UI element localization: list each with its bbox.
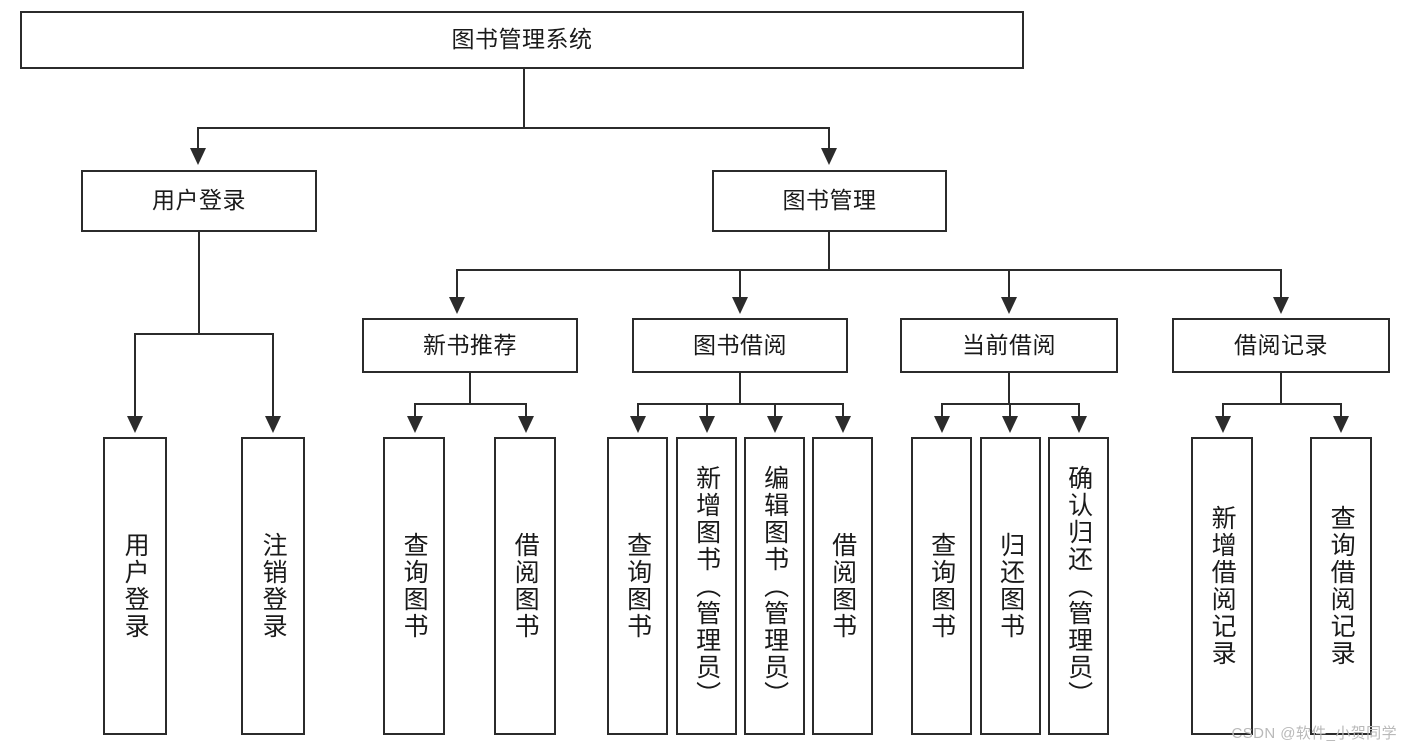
node-label: 注销登录 bbox=[259, 532, 288, 640]
connector-br-stem bbox=[1280, 373, 1282, 404]
connector-br-drop-2 bbox=[1340, 403, 1342, 417]
node-current-borrow[interactable]: 当前借阅 bbox=[900, 318, 1118, 373]
leaf-cb-query-book[interactable]: 查询图书 bbox=[911, 437, 972, 735]
arrow-to-leaf-nbr-2 bbox=[518, 416, 534, 433]
node-label: 查询借阅记录 bbox=[1327, 505, 1356, 667]
node-label: 编辑图书（管理员） bbox=[760, 464, 789, 708]
node-label: 借阅图书 bbox=[828, 532, 857, 640]
connector-nbr-drop-1 bbox=[414, 403, 416, 417]
leaf-cb-return-book[interactable]: 归还图书 bbox=[980, 437, 1041, 735]
arrow-to-leaf-br-1 bbox=[1215, 416, 1231, 433]
arrow-to-user-login bbox=[190, 148, 206, 165]
arrow-to-leaf-cb-2 bbox=[1002, 416, 1018, 433]
connector-br-bus bbox=[1222, 403, 1342, 405]
arrow-to-leaf-cb-1 bbox=[934, 416, 950, 433]
connector-cb-stem bbox=[1008, 373, 1010, 404]
connector-root-stem bbox=[523, 69, 525, 128]
node-label: 新增借阅记录 bbox=[1208, 505, 1237, 667]
connector-nbr-bus bbox=[414, 403, 527, 405]
node-label: 用户登录 bbox=[152, 187, 246, 214]
csdn-watermark: CSDN @软件_小贺同学 bbox=[1231, 725, 1397, 742]
leaf-nbr-query-book[interactable]: 查询图书 bbox=[383, 437, 445, 735]
node-label: 查询图书 bbox=[623, 532, 652, 640]
arrow-to-leaf-bb-2 bbox=[699, 416, 715, 433]
connector-bm-drop-3 bbox=[1008, 269, 1010, 298]
leaf-bb-query-book[interactable]: 查询图书 bbox=[607, 437, 668, 735]
connector-user-login-drop-1 bbox=[134, 333, 136, 417]
node-label: 图书管理 bbox=[782, 187, 877, 214]
connector-user-login-stem bbox=[198, 232, 200, 334]
arrow-to-leaf-bb-1 bbox=[630, 416, 646, 433]
node-label: 查询图书 bbox=[400, 532, 429, 640]
node-label: 当前借阅 bbox=[962, 331, 1056, 358]
arrow-to-book-borrow bbox=[732, 297, 748, 314]
arrow-to-new-book-recommend bbox=[449, 297, 465, 314]
connector-bm-drop-1 bbox=[456, 269, 458, 298]
node-label: 查询图书 bbox=[927, 532, 956, 640]
connector-bb-drop-3 bbox=[774, 403, 776, 417]
arrow-to-current-borrow bbox=[1001, 297, 1017, 314]
leaf-bb-add-book-admin[interactable]: 新增图书（管理员） bbox=[676, 437, 737, 735]
arrow-to-leaf-bb-3 bbox=[767, 416, 783, 433]
connector-bm-drop-2 bbox=[739, 269, 741, 298]
arrow-to-leaf-logout-login bbox=[265, 416, 281, 433]
node-label: 确认归还（管理员） bbox=[1064, 464, 1093, 708]
node-label: 新书推荐 bbox=[423, 331, 517, 358]
connector-book-management-stem bbox=[828, 232, 830, 270]
node-user-login[interactable]: 用户登录 bbox=[81, 170, 317, 232]
node-label: 图书管理系统 bbox=[451, 26, 593, 53]
connector-bb-drop-2 bbox=[706, 403, 708, 417]
node-label: 新增图书（管理员） bbox=[692, 464, 721, 708]
connector-bm-drop-4 bbox=[1280, 269, 1282, 298]
connector-cb-drop-1 bbox=[941, 403, 943, 417]
node-borrow-record[interactable]: 借阅记录 bbox=[1172, 318, 1390, 373]
node-label: 借阅记录 bbox=[1234, 331, 1328, 358]
node-label: 归还图书 bbox=[996, 532, 1025, 640]
connector-user-login-bus bbox=[135, 333, 274, 335]
node-label: 用户登录 bbox=[121, 532, 150, 640]
arrow-to-leaf-user-login bbox=[127, 416, 143, 433]
connector-root-drop-right bbox=[828, 127, 830, 150]
arrow-to-borrow-record bbox=[1273, 297, 1289, 314]
connector-book-management-bus bbox=[456, 269, 1282, 271]
leaf-br-query-record[interactable]: 查询借阅记录 bbox=[1310, 437, 1372, 735]
leaf-cb-confirm-return-admin[interactable]: 确认归还（管理员） bbox=[1048, 437, 1109, 735]
connector-root-drop-left bbox=[197, 127, 199, 150]
leaf-nbr-borrow-book[interactable]: 借阅图书 bbox=[494, 437, 556, 735]
connector-bb-bus bbox=[637, 403, 844, 405]
node-label: 图书借阅 bbox=[693, 331, 787, 358]
connector-cb-drop-3 bbox=[1078, 403, 1080, 417]
arrow-to-leaf-bb-4 bbox=[835, 416, 851, 433]
leaf-logout-login[interactable]: 注销登录 bbox=[241, 437, 305, 735]
connector-br-drop-1 bbox=[1222, 403, 1224, 417]
leaf-bb-edit-book-admin[interactable]: 编辑图书（管理员） bbox=[744, 437, 805, 735]
arrow-to-book-management bbox=[821, 148, 837, 165]
leaf-bb-borrow-book[interactable]: 借阅图书 bbox=[812, 437, 873, 735]
connector-nbr-stem bbox=[469, 373, 471, 404]
connector-user-login-drop-2 bbox=[272, 333, 274, 417]
node-new-book-recommend[interactable]: 新书推荐 bbox=[362, 318, 578, 373]
connector-nbr-drop-2 bbox=[525, 403, 527, 417]
connector-bb-stem bbox=[739, 373, 741, 404]
leaf-user-login[interactable]: 用户登录 bbox=[103, 437, 167, 735]
connector-bb-drop-1 bbox=[637, 403, 639, 417]
node-book-management[interactable]: 图书管理 bbox=[712, 170, 947, 232]
arrow-to-leaf-br-2 bbox=[1333, 416, 1349, 433]
arrow-to-leaf-nbr-1 bbox=[407, 416, 423, 433]
leaf-br-add-record[interactable]: 新增借阅记录 bbox=[1191, 437, 1253, 735]
connector-root-bus bbox=[197, 127, 830, 129]
node-book-borrow[interactable]: 图书借阅 bbox=[632, 318, 848, 373]
connector-bb-drop-4 bbox=[842, 403, 844, 417]
node-root-book-management-system[interactable]: 图书管理系统 bbox=[20, 11, 1024, 69]
node-label: 借阅图书 bbox=[511, 532, 540, 640]
connector-cb-drop-2 bbox=[1009, 403, 1011, 417]
arrow-to-leaf-cb-3 bbox=[1071, 416, 1087, 433]
